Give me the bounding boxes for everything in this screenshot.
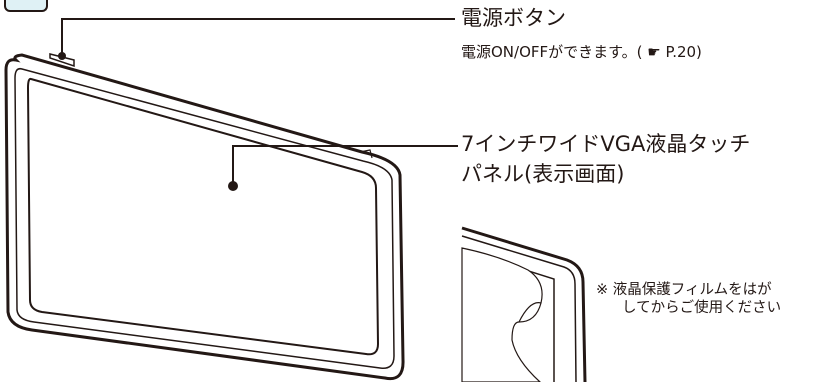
film-note-line1: ※ 液晶保護フィルムをはが <box>596 282 772 298</box>
peeling-film <box>461 247 543 382</box>
device-inner-bezel <box>14 67 395 369</box>
lcd-touch-panel <box>26 77 380 356</box>
side-notch <box>359 149 373 159</box>
inset-bezel-outer <box>461 226 587 382</box>
protective-film-inset <box>461 226 587 382</box>
power-button-leader-line <box>61 18 455 56</box>
touch-panel-leader-line <box>232 145 458 186</box>
film-note-line2: してからご使用ください <box>622 300 782 316</box>
film-curl <box>518 302 542 323</box>
touch-panel-title-line2: パネル(表示画面) <box>461 162 625 186</box>
power-button-description: 電源ON/OFFができます。( ☛ P.20) <box>461 43 702 61</box>
figure-tag <box>4 0 48 12</box>
power-button-title: 電源ボタン <box>461 6 566 30</box>
touch-panel-title-line1: 7インチワイドVGA液晶タッチ <box>461 132 751 156</box>
inset-bezel-inner <box>461 235 577 382</box>
